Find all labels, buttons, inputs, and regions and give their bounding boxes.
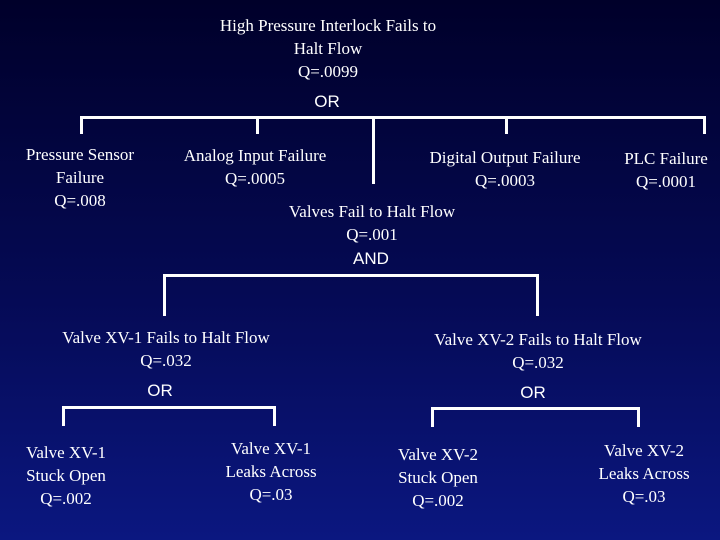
drop-xv2-leaks	[637, 407, 640, 427]
xv2-leaks-line-2: Leaks Across	[598, 464, 690, 483]
analog-input-line-1: Analog Input Failure	[183, 146, 327, 165]
xv1-or-gate: OR	[147, 381, 173, 400]
drop-pressure-sensor	[80, 116, 83, 134]
xv2-stuck-line-2: Stuck Open	[398, 468, 478, 487]
drop-plc	[703, 116, 706, 134]
xv1-bus-line	[62, 406, 276, 409]
valves-and-gate: AND	[353, 249, 389, 268]
xv2-leaks-across: Valve XV-2 Leaks Across Q=.03	[580, 439, 708, 508]
xv2-bus-line	[431, 407, 640, 410]
top-bus-line	[80, 116, 706, 119]
top-event-probability: Q=.0099	[297, 62, 359, 81]
digital-output-line-1: Digital Output Failure	[429, 148, 581, 167]
xv2-stuck-line-1: Valve XV-2	[397, 445, 479, 464]
drop-analog-input	[256, 116, 259, 134]
xv2-leaks-probability: Q=.03	[622, 487, 666, 506]
top-event-line-1: High Pressure Interlock Fails to	[219, 16, 437, 35]
valves-fail-probability: Q=.001	[346, 225, 398, 244]
xv1-leaks-probability: Q=.03	[249, 485, 293, 504]
xv1-stuck-line-2: Stuck Open	[26, 466, 106, 485]
drop-xv1-stuck	[62, 406, 65, 426]
drop-valves	[372, 116, 375, 184]
analog-input-probability: Q=.0005	[224, 169, 286, 188]
xv2-fails-to-halt: Valve XV-2 Fails to Halt Flow Q=.032	[400, 328, 676, 374]
digital-output-failure: Digital Output Failure Q=.0003	[405, 146, 605, 192]
xv1-fail-line-1: Valve XV-1 Fails to Halt Flow	[62, 328, 270, 347]
pressure-sensor-line-2: Failure	[55, 168, 105, 187]
pressure-sensor-failure: Pressure Sensor Failure Q=.008	[5, 143, 155, 212]
drop-xv1-fail	[163, 274, 166, 316]
xv1-leaks-across: Valve XV-1 Leaks Across Q=.03	[206, 437, 336, 506]
xv1-leaks-line-2: Leaks Across	[225, 462, 317, 481]
xv1-stuck-line-1: Valve XV-1	[25, 443, 107, 462]
top-event: High Pressure Interlock Fails to Halt Fl…	[178, 14, 478, 83]
xv2-leaks-line-1: Valve XV-2	[603, 441, 685, 460]
drop-xv1-leaks	[273, 406, 276, 426]
plc-failure-probability: Q=.0001	[635, 172, 697, 191]
xv1-stuck-open: Valve XV-1 Stuck Open Q=.002	[6, 441, 126, 510]
xv1-leaks-line-1: Valve XV-1	[230, 439, 312, 458]
plc-failure: PLC Failure Q=.0001	[610, 147, 720, 193]
xv2-stuck-open: Valve XV-2 Stuck Open Q=.002	[378, 443, 498, 512]
xv2-stuck-probability: Q=.002	[412, 491, 464, 510]
valves-fail-line-1: Valves Fail to Halt Flow	[288, 202, 456, 221]
xv1-fails-to-halt: Valve XV-1 Fails to Halt Flow Q=.032	[30, 326, 302, 372]
digital-output-probability: Q=.0003	[474, 171, 536, 190]
pressure-sensor-probability: Q=.008	[54, 191, 106, 210]
drop-xv2-fail	[536, 274, 539, 316]
analog-input-failure: Analog Input Failure Q=.0005	[160, 144, 350, 190]
xv2-fail-line-1: Valve XV-2 Fails to Halt Flow	[434, 330, 642, 349]
xv2-or-gate: OR	[520, 383, 546, 402]
plc-failure-line-1: PLC Failure	[624, 149, 708, 168]
drop-xv2-stuck	[431, 407, 434, 427]
top-event-line-2: Halt Flow	[293, 39, 363, 58]
top-or-gate: OR	[314, 92, 340, 111]
xv1-fail-probability: Q=.032	[140, 351, 192, 370]
pressure-sensor-line-1: Pressure Sensor	[25, 145, 135, 164]
valves-fail-event: Valves Fail to Halt Flow Q=.001	[262, 200, 482, 246]
drop-digital-output	[505, 116, 508, 134]
xv1-stuck-probability: Q=.002	[40, 489, 92, 508]
and-bus-line	[163, 274, 539, 277]
xv2-fail-probability: Q=.032	[512, 353, 564, 372]
